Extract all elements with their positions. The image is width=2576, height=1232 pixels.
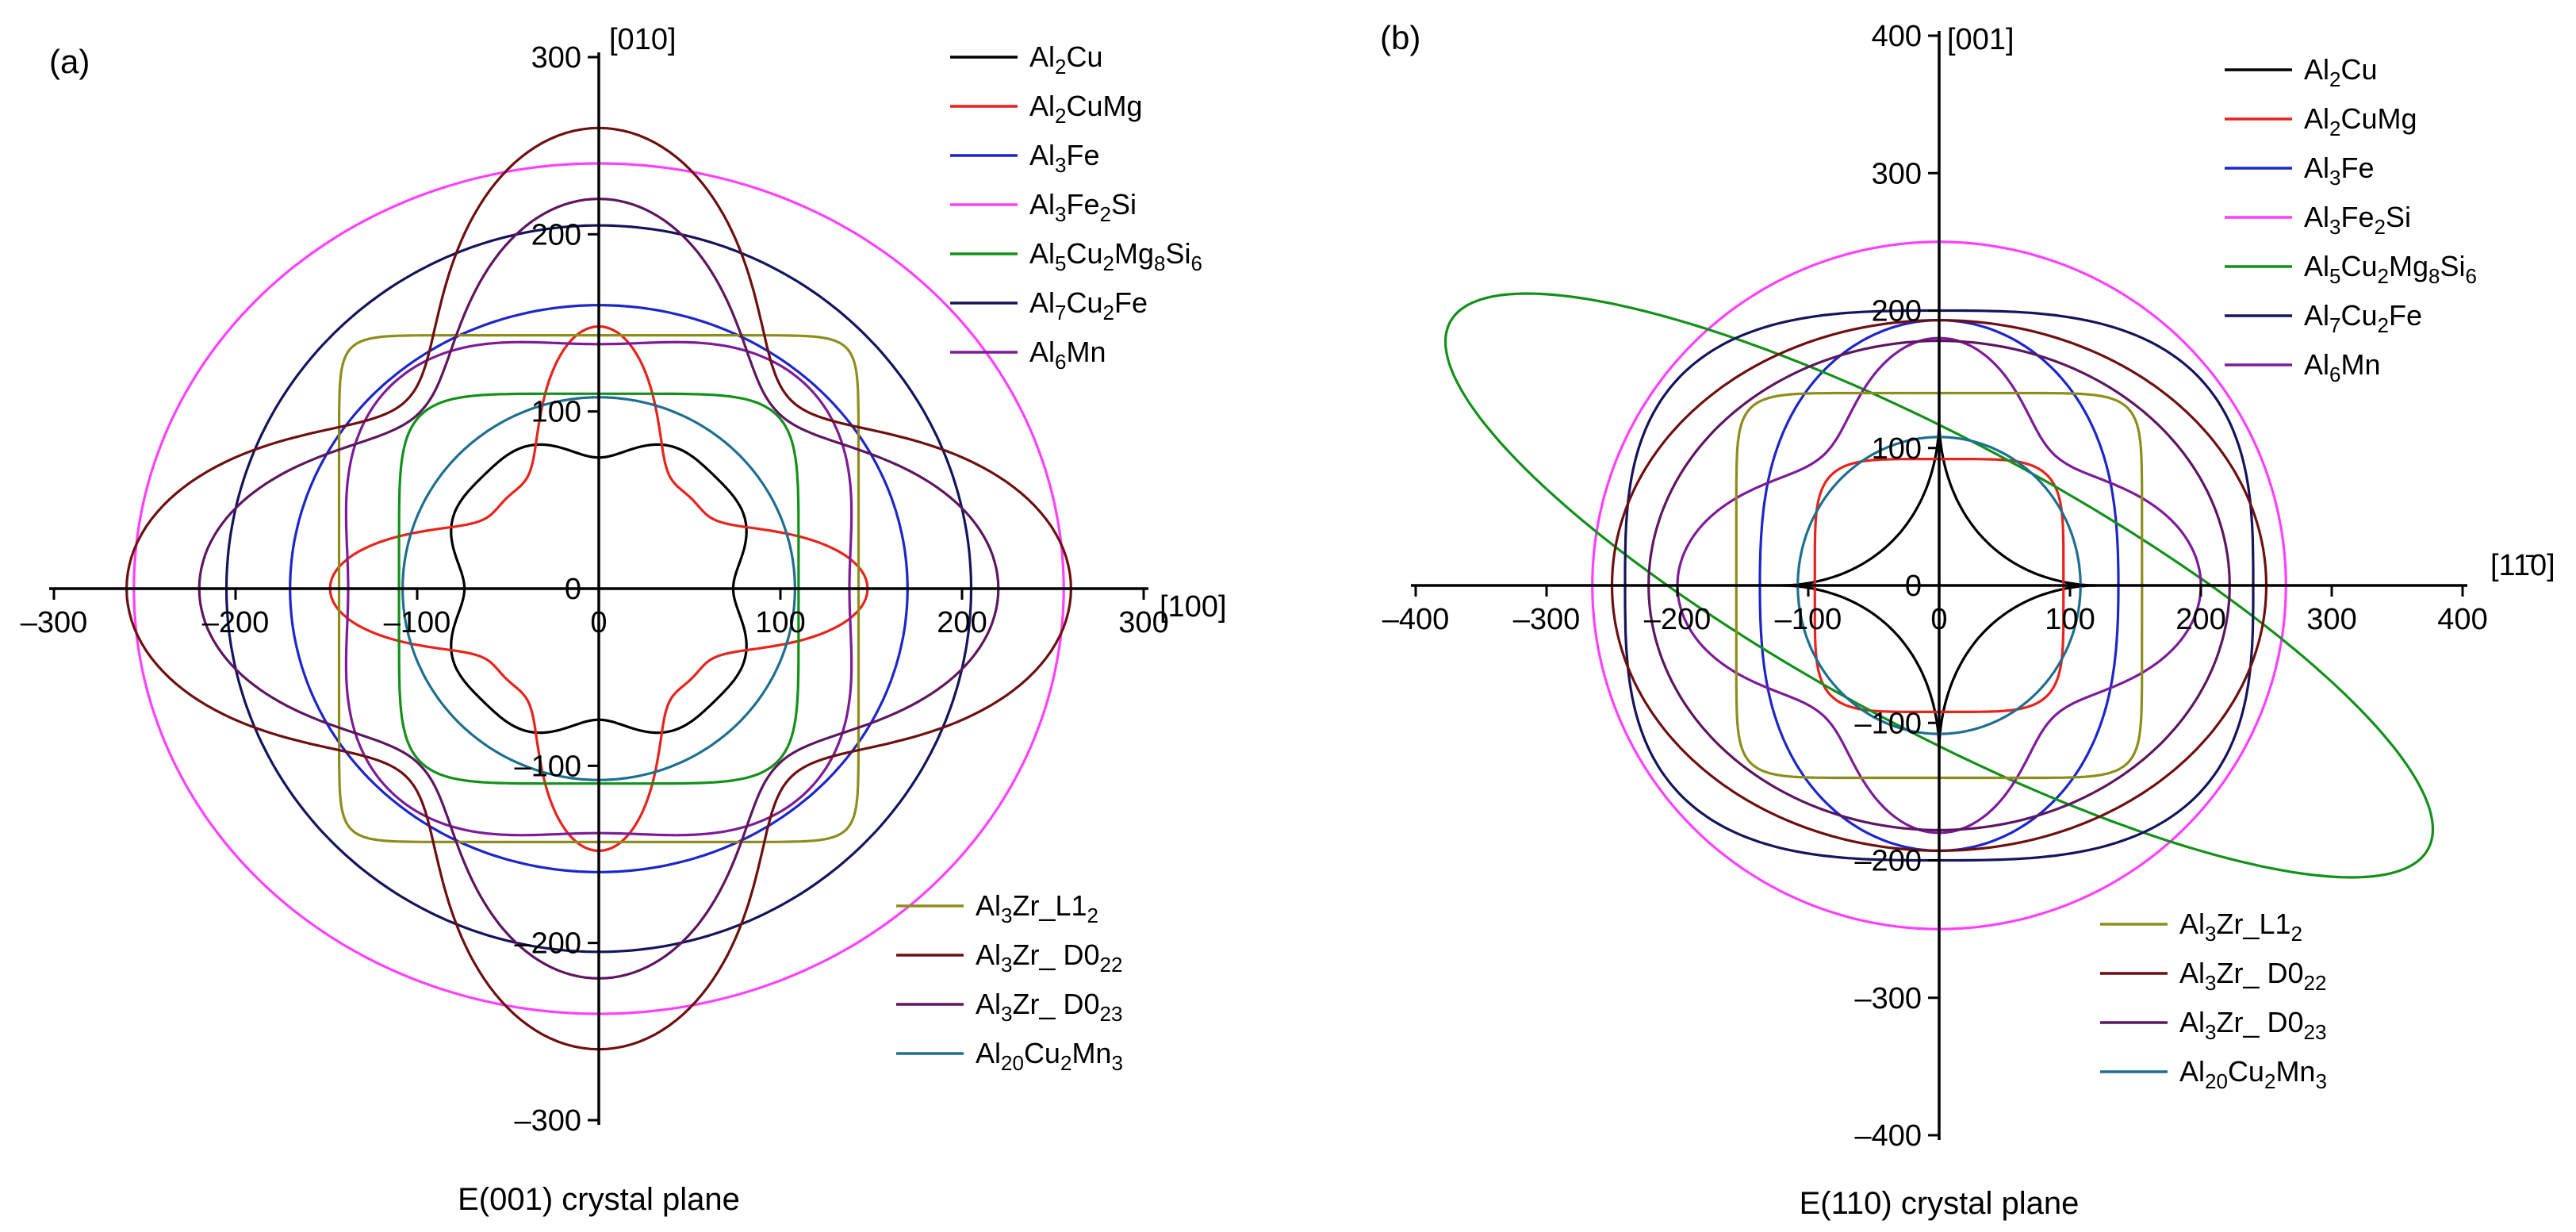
panel-b-ticks: –400 –300 –200 –100 0 100 200 300 400 –400 –300 –20…: [1382, 20, 2488, 1153]
legend-label: Al3Zr_L12: [976, 889, 1098, 927]
legend-label: Al3Fe: [1029, 139, 1100, 177]
legend-item-al2cumg: Al2CuMg: [2225, 102, 2417, 140]
x-tick-label: 400: [2437, 603, 2487, 636]
x-tick-label: 200: [2175, 603, 2225, 636]
x-tick-label: –100: [384, 606, 451, 639]
y-tick-label: –200: [514, 927, 581, 961]
legend-item-al3fe2si: Al3Fe2Si: [950, 188, 1137, 226]
legend-item-al3fe: Al3Fe: [2225, 152, 2375, 190]
y-tick-label: 200: [531, 218, 581, 251]
curve-al3zr-l12: [337, 334, 861, 843]
panel-b-x-direction: [11̄0]: [2490, 549, 2555, 582]
x-tick-label: 100: [755, 606, 805, 639]
y-tick-label: –300: [514, 1104, 581, 1138]
x-tick-label: –300: [21, 606, 88, 639]
legend-label: Al3Zr_L12: [2179, 908, 2302, 946]
legend-label: Al5Cu2Mg8Si6: [1029, 237, 1202, 275]
legend-label: Al7Cu2Fe: [1029, 286, 1148, 324]
legend-label: Al3Fe2Si: [2304, 201, 2411, 239]
y-tick-label: 100: [531, 396, 581, 429]
legend-item-al5cu2mg8si6: Al5Cu2Mg8Si6: [2225, 250, 2477, 288]
legend-label: Al3Fe2Si: [1029, 188, 1137, 226]
x-tick-label: 300: [2306, 603, 2356, 636]
legend-label: Al3Zr_ D023: [976, 988, 1122, 1026]
legend-label: Al20Cu2Mn3: [976, 1037, 1123, 1075]
legend-item-al3fe: Al3Fe: [950, 139, 1100, 177]
panel-a-x-direction: [100]: [1160, 590, 1227, 624]
x-tick-label: 100: [2045, 603, 2095, 636]
y-tick-label: –300: [1854, 982, 1922, 1015]
legend-label: Al3Zr_ D022: [2179, 957, 2326, 995]
x-tick-label: –100: [1775, 603, 1842, 636]
legend-label: Al20Cu2Mn3: [2179, 1055, 2327, 1093]
legend-item-al6mn: Al6Mn: [950, 336, 1106, 374]
legend-item-al20cu2mn3: Al20Cu2Mn3: [896, 1037, 1123, 1075]
x-tick-label: –200: [1644, 603, 1712, 636]
legend-label: Al3Zr_ D023: [2179, 1006, 2326, 1044]
legend-label: Al3Zr_ D022: [976, 938, 1122, 977]
y-tick-label: 0: [565, 573, 581, 606]
legend-item-al3fe2si: Al3Fe2Si: [2225, 201, 2411, 239]
x-tick-label: –200: [202, 606, 270, 639]
x-tick-label: 300: [1118, 606, 1168, 639]
legend-label: Al7Cu2Fe: [2304, 299, 2422, 337]
panel-a-y-direction: [010]: [609, 23, 677, 56]
panel-b-caption: E(110) crystal plane: [1800, 1186, 2080, 1221]
legend-item-al3zr-l12: Al3Zr_L12: [2100, 908, 2302, 946]
panel-a-legend: Al2CuAl2CuMgAl3FeAl3Fe2SiAl5Cu2Mg8Si6Al7…: [896, 40, 1202, 1075]
y-tick-label: –100: [514, 750, 581, 783]
x-tick-label: –300: [1513, 603, 1581, 636]
legend-label: Al2CuMg: [2304, 102, 2417, 140]
legend-item-al2cumg: Al2CuMg: [950, 90, 1143, 128]
panel-a-caption: E(001) crystal plane: [458, 1182, 740, 1217]
legend-label: Al2Cu: [1029, 40, 1103, 79]
legend-item-al7cu2fe: Al7Cu2Fe: [2225, 299, 2422, 337]
x-tick-label: 0: [590, 606, 607, 639]
legend-label: Al3Fe: [2304, 152, 2375, 190]
legend-item-al3zr-l12: Al3Zr_L12: [896, 889, 1098, 927]
y-tick-label: 100: [1872, 432, 1922, 466]
y-tick-label: 0: [1905, 570, 1922, 603]
legend-item-al3zr-d023: Al3Zr_ D023: [2100, 1006, 2326, 1044]
y-tick-label: 300: [1872, 157, 1922, 190]
legend-item-al2cu: Al2Cu: [950, 40, 1103, 79]
y-tick-label: –400: [1854, 1119, 1922, 1153]
y-tick-label: –200: [1854, 845, 1922, 878]
panel-b-label: (b): [1380, 19, 1420, 56]
curve-al5cu2mg8si6: [1443, 292, 2435, 879]
panel-a-chart: –300 –200 –100 0 100 200 300 –300 –200 –100 0 100 20…: [21, 23, 1227, 1217]
panel-b-chart: –400 –300 –200 –100 0 100 200 300 400 –400 –300 –20…: [1380, 19, 2555, 1221]
panel-a-label: (a): [49, 43, 90, 80]
x-tick-label: –400: [1382, 603, 1450, 636]
legend-item-al3zr-d023: Al3Zr_ D023: [896, 988, 1122, 1026]
legend-item-al3zr-d022: Al3Zr_ D022: [896, 938, 1122, 977]
x-tick-label: 0: [1930, 603, 1947, 636]
legend-item-al5cu2mg8si6: Al5Cu2Mg8Si6: [950, 237, 1202, 275]
legend-label: Al6Mn: [2304, 348, 2381, 386]
y-tick-label: 400: [1872, 20, 1922, 53]
legend-item-al7cu2fe: Al7Cu2Fe: [950, 286, 1148, 324]
y-tick-label: 200: [1872, 295, 1922, 328]
panel-a-ticks: –300 –200 –100 0 100 200 300 –300 –200 –100 0 100 20…: [21, 41, 1169, 1138]
x-tick-label: 200: [937, 606, 987, 639]
legend-label: Al2Cu: [2304, 53, 2378, 91]
y-tick-label: –100: [1854, 707, 1922, 740]
y-tick-label: 300: [531, 41, 581, 75]
curve-al2cu: [1782, 420, 2096, 750]
panel-b-y-direction: [001]: [1947, 23, 2014, 56]
legend-label: Al5Cu2Mg8Si6: [2304, 250, 2477, 288]
legend-label: Al2CuMg: [1029, 90, 1143, 128]
legend-label: Al6Mn: [1029, 336, 1106, 374]
legend-item-al6mn: Al6Mn: [2225, 348, 2381, 386]
curve-al3zr-l12: [1735, 391, 2144, 780]
panel-b-legend: Al2CuAl2CuMgAl3FeAl3Fe2SiAl5Cu2Mg8Si6Al7…: [2100, 53, 2477, 1093]
legend-item-al20cu2mn3: Al20Cu2Mn3: [2100, 1055, 2327, 1093]
legend-item-al2cu: Al2Cu: [2225, 53, 2378, 91]
legend-item-al3zr-d022: Al3Zr_ D022: [2100, 957, 2326, 995]
